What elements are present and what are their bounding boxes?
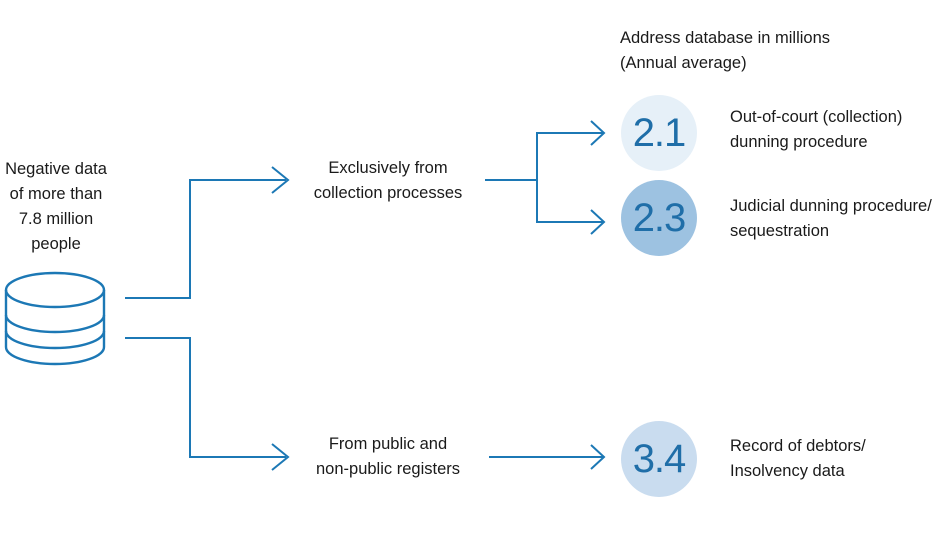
results-header: Address database in millions (Annual ave…	[620, 26, 880, 76]
source-line: Negative data	[5, 160, 107, 178]
result-description: Out-of-court (collection) dunning proced…	[730, 105, 945, 155]
connector-to-collection	[125, 179, 286, 299]
connector-split-bracket	[536, 132, 603, 223]
result-line: Judicial dunning procedure/	[730, 197, 932, 215]
arrowhead-3-4	[590, 444, 606, 470]
branch-collection-label: Exclusively from collection processes	[298, 156, 478, 206]
branch-line: collection processes	[313, 184, 463, 202]
result-description: Record of debtors/ Insolvency data	[730, 434, 945, 484]
branch-line: non-public registers	[316, 460, 460, 478]
connector-to-registers	[125, 337, 286, 458]
result-line: Out-of-court (collection)	[730, 108, 903, 126]
branch-registers-label: From public and non-public registers	[298, 432, 478, 482]
source-line: people	[31, 235, 81, 253]
result-line: dunning procedure	[730, 133, 868, 151]
source-line: 7.8 million	[18, 210, 94, 228]
result-line: Record of debtors/	[730, 437, 866, 455]
header-line: Address database in millions	[620, 29, 831, 47]
source-line: of more than	[9, 185, 103, 203]
branch-line: Exclusively from	[328, 159, 448, 177]
result-line: Insolvency data	[730, 462, 845, 480]
result-line: sequestration	[730, 222, 830, 240]
arrowhead-2-3	[590, 209, 606, 235]
database-icon	[4, 271, 106, 366]
source-label: Negative data of more than 7.8 million p…	[0, 157, 112, 257]
header-line: (Annual average)	[620, 54, 747, 72]
arrowhead-registers	[271, 443, 290, 471]
branch-line: From public and	[328, 435, 448, 453]
result-value-circle: 2.1	[621, 95, 697, 171]
arrowhead-collection	[271, 166, 290, 194]
result-value-circle: 3.4	[621, 421, 697, 497]
arrowhead-2-1	[590, 120, 606, 146]
result-value-circle: 2.3	[621, 180, 697, 256]
result-description: Judicial dunning procedure/ sequestratio…	[730, 194, 945, 244]
